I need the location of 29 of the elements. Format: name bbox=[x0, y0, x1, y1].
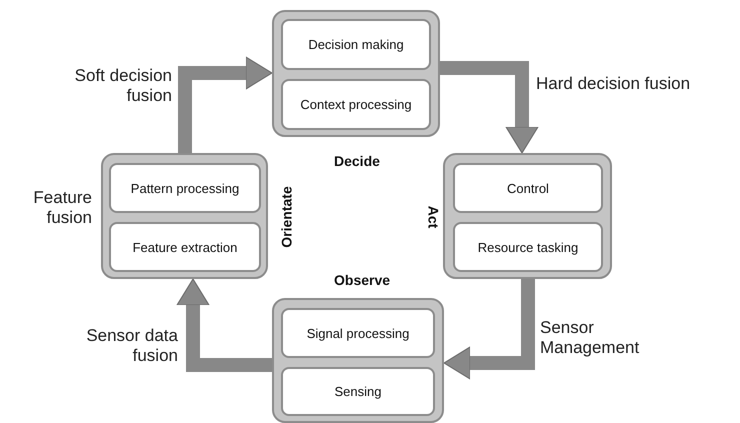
stage-heading: Act bbox=[424, 206, 441, 228]
process-label: Feature extraction bbox=[132, 240, 238, 254]
process-box bbox=[109, 222, 261, 272]
process-box bbox=[109, 163, 261, 213]
edge-label: Sensor Management bbox=[540, 318, 640, 359]
flow-arrow bbox=[176, 278, 272, 372]
flow-arrow bbox=[444, 279, 535, 380]
edge-label: Sensor data fusion bbox=[85, 326, 178, 367]
process-box bbox=[281, 367, 435, 416]
process-box bbox=[281, 19, 431, 70]
stage-heading: Decide bbox=[334, 153, 380, 169]
stage-heading: Observe bbox=[334, 272, 390, 288]
flow-arrow bbox=[178, 56, 272, 153]
process-box bbox=[281, 308, 435, 358]
process-label: Sensing bbox=[334, 384, 382, 399]
process-label: Decision making bbox=[308, 37, 404, 52]
process-label: Resource tasking bbox=[478, 240, 578, 254]
process-box bbox=[453, 163, 603, 213]
flow-arrow bbox=[440, 61, 538, 154]
process-label: Signal processing bbox=[306, 326, 410, 340]
edge-label: Soft decision fusion bbox=[74, 66, 172, 107]
process-box bbox=[281, 79, 431, 130]
process-label: Pattern processing bbox=[130, 180, 240, 196]
stage-heading: Orientate bbox=[278, 186, 294, 248]
side-label: Feature fusion bbox=[32, 188, 92, 229]
edge-label: Hard decision fusion bbox=[536, 74, 692, 94]
process-box bbox=[453, 222, 603, 272]
process-label: Control bbox=[507, 180, 549, 196]
process-label: Context processing bbox=[300, 97, 412, 112]
